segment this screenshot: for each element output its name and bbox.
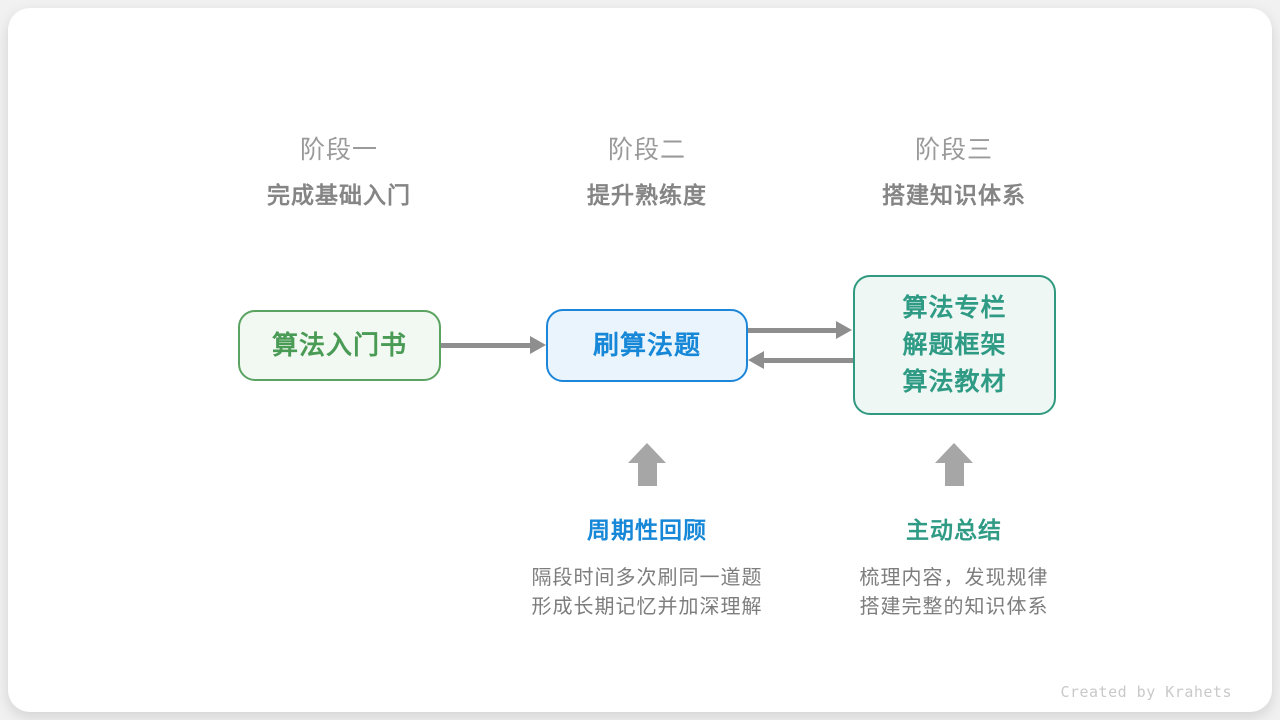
- stage-2-header: 阶段二 提升熟练度: [487, 134, 807, 210]
- stage-3-subtitle: 搭建知识体系: [882, 182, 1026, 208]
- diagram-card: 阶段一 完成基础入门 阶段二 提升熟练度 阶段三 搭建知识体系 算法入门书 刷算…: [8, 8, 1272, 712]
- annotation-active-summary-title: 主动总结: [906, 517, 1002, 543]
- arrow-right-icon: [836, 321, 852, 339]
- up-arrow-stem: [637, 463, 657, 486]
- annotation-periodic-review-title: 周期性回顾: [587, 517, 707, 543]
- desc-line: 形成长期记忆并加深理解: [531, 596, 763, 618]
- node-resources-line-2: 解题框架: [902, 330, 1007, 359]
- arrow-right-icon: [530, 336, 546, 354]
- arrow-practice-to-resources-line: [748, 328, 837, 333]
- annotation-active-summary-desc: 梳理内容，发现规律 搭建完整的知识体系: [794, 564, 1114, 622]
- node-resources-line-1: 算法专栏: [902, 293, 1007, 322]
- up-arrow-stem: [944, 463, 964, 486]
- stage-3-label: 阶段三: [914, 136, 993, 164]
- desc-line: 搭建完整的知识体系: [859, 596, 1049, 618]
- node-intro-book-label: 算法入门书: [271, 330, 407, 360]
- annotation-active-summary: 主动总结 梳理内容，发现规律 搭建完整的知识体系: [794, 516, 1114, 622]
- up-arrow-head: [628, 443, 666, 463]
- desc-line: 隔段时间多次刷同一道题: [531, 567, 763, 589]
- credit-text: Created by Krahets: [1060, 683, 1232, 701]
- stage-1-label: 阶段一: [299, 136, 378, 164]
- stage-1-subtitle: 完成基础入门: [267, 182, 411, 208]
- node-resources-line-3: 算法教材: [902, 367, 1007, 396]
- annotation-periodic-review-desc: 隔段时间多次刷同一道题 形成长期记忆并加深理解: [487, 564, 807, 622]
- annotation-periodic-review: 周期性回顾 隔段时间多次刷同一道题 形成长期记忆并加深理解: [487, 516, 807, 622]
- node-practice: 刷算法题: [546, 309, 748, 382]
- stage-2-subtitle: 提升熟练度: [587, 182, 707, 208]
- stage-2-label: 阶段二: [607, 136, 686, 164]
- stage-3-header: 阶段三 搭建知识体系: [794, 134, 1114, 210]
- arrow-left-icon: [748, 351, 764, 369]
- node-practice-label: 刷算法题: [592, 330, 701, 360]
- node-resources: 算法专栏 解题框架 算法教材: [853, 275, 1056, 415]
- up-arrow-icon: [935, 443, 973, 486]
- desc-line: 梳理内容，发现规律: [859, 567, 1049, 589]
- arrow-intro-to-practice-line: [441, 343, 531, 348]
- node-intro-book: 算法入门书: [238, 310, 441, 381]
- up-arrow-head: [935, 443, 973, 463]
- stage-1-header: 阶段一 完成基础入门: [179, 134, 499, 210]
- up-arrow-icon: [628, 443, 666, 486]
- arrow-resources-to-practice-line: [763, 358, 853, 363]
